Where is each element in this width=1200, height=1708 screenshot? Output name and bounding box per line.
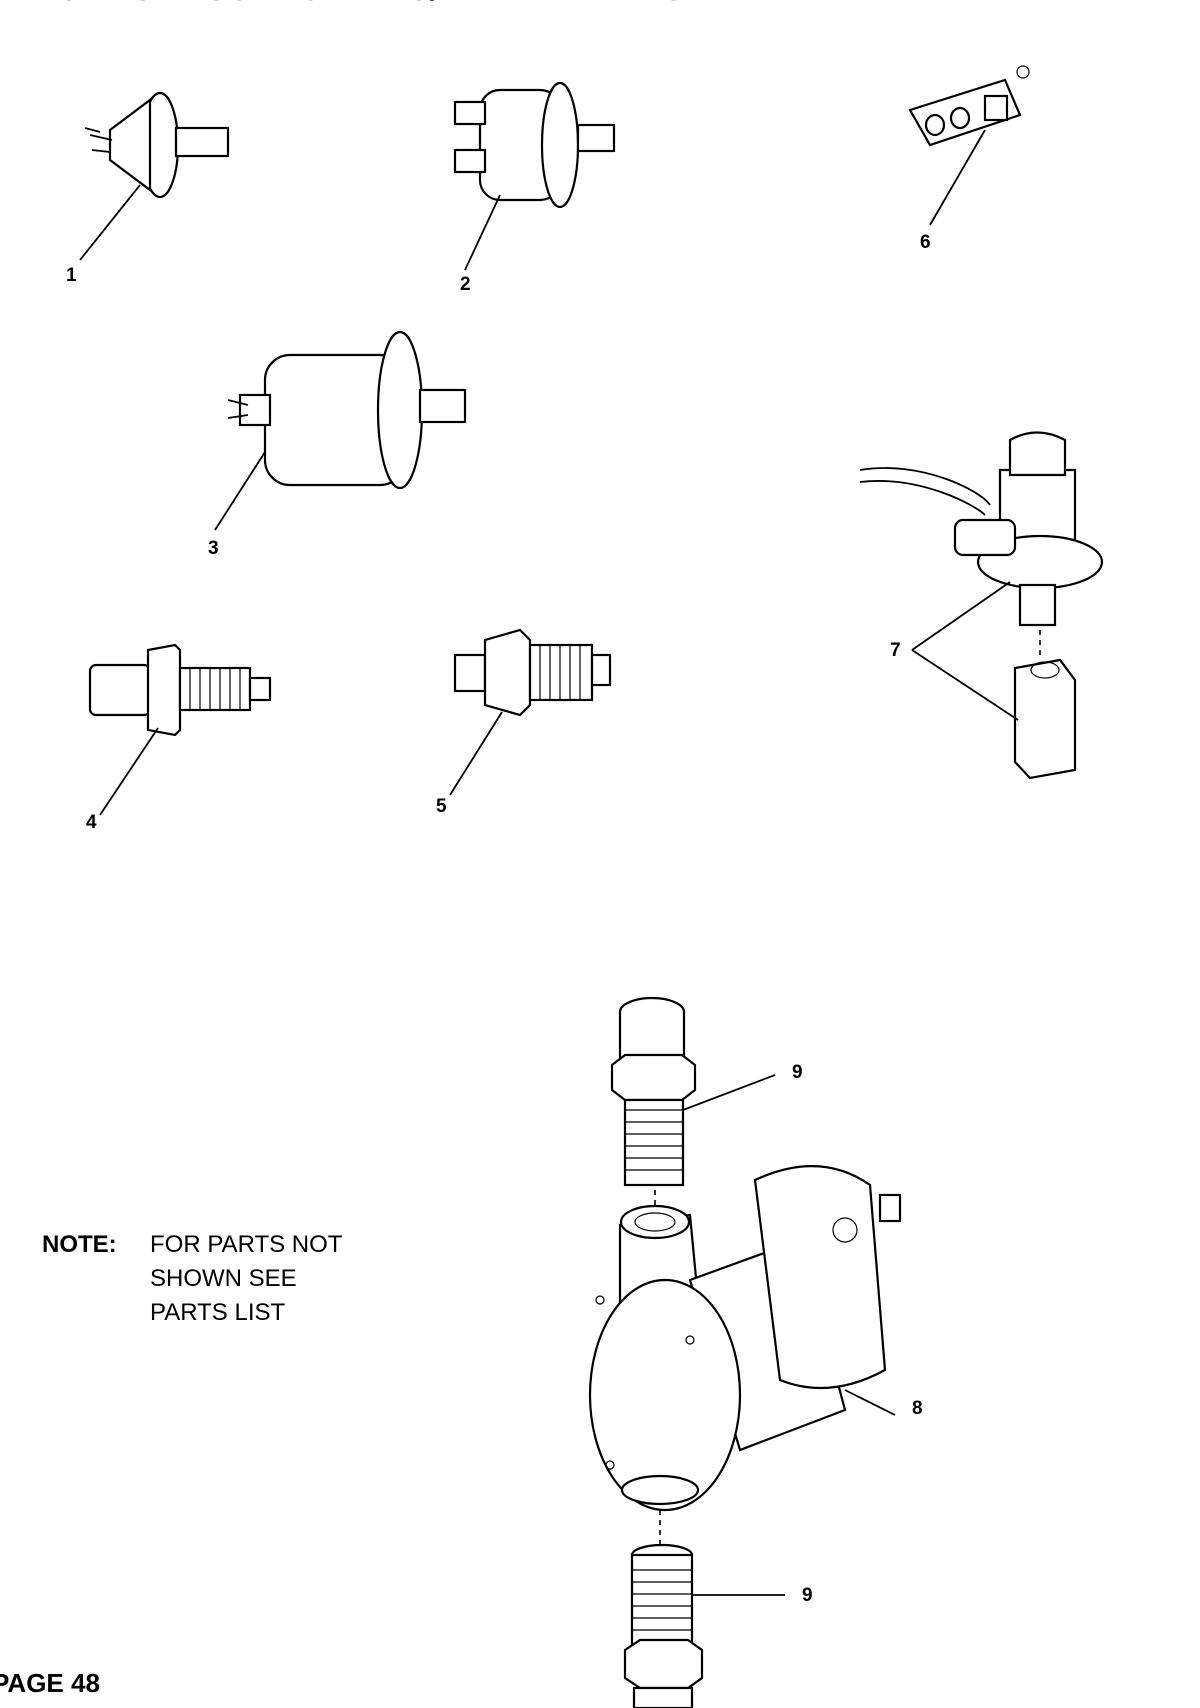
note-line-3: PARTS LIST	[150, 1299, 286, 1326]
part-3-large-sender	[214, 330, 467, 531]
part-7-switch-assembly	[859, 431, 1104, 780]
note-text: FOR PARTS NOT SHOWN SEE PARTS LIST	[150, 1228, 410, 1330]
callout-1: 1	[66, 265, 77, 286]
part-1-switch	[79, 91, 230, 261]
callout-8: 8	[912, 1398, 923, 1419]
part-9-lower-fitting	[623, 1543, 785, 1708]
part-8-raw-water-pump	[588, 1165, 902, 1545]
part-2-pressure-sender	[453, 81, 616, 271]
callout-7: 7	[890, 640, 901, 661]
page-title: ELECTRICAL COMPONENTS/RAW WATER PUMP	[0, 0, 733, 8]
part-6-connector	[908, 65, 1030, 226]
note-label: NOTE:	[42, 1231, 117, 1258]
callout-2: 2	[460, 274, 471, 295]
callout-4: 4	[86, 812, 97, 833]
callout-6: 6	[920, 232, 931, 253]
part-5-sender	[449, 628, 612, 796]
part-4-temp-sender	[88, 643, 272, 816]
callout-5: 5	[436, 796, 447, 817]
page-number: PAGE 48	[0, 1668, 100, 1698]
part-9-upper-fitting	[610, 996, 776, 1215]
note-line-1: FOR PARTS NOT	[150, 1231, 343, 1258]
note-line-2: SHOWN SEE	[150, 1265, 297, 1292]
callout-9-lower: 9	[802, 1585, 813, 1606]
callout-9-upper: 9	[792, 1062, 803, 1083]
callout-3: 3	[208, 538, 219, 559]
